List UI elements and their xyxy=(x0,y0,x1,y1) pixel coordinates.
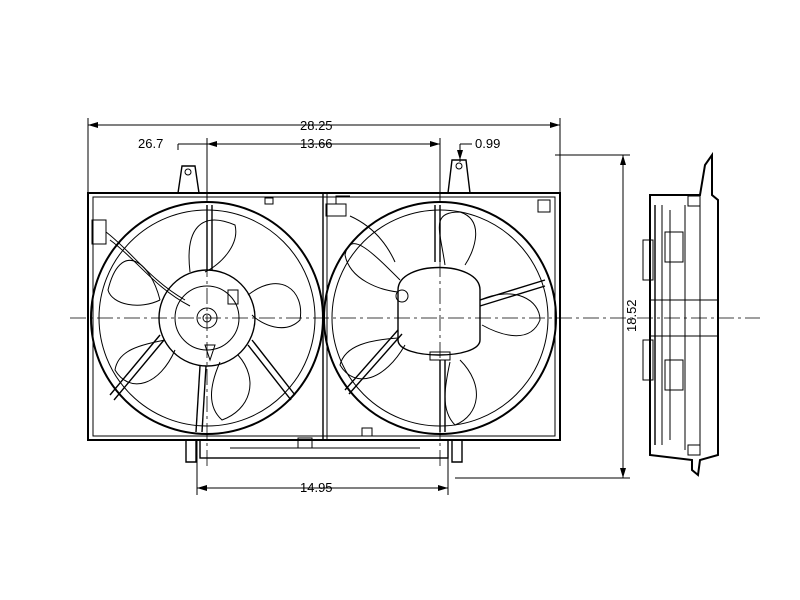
center-lines xyxy=(70,180,760,470)
left-fan xyxy=(90,201,324,435)
dim-right-offset: 0.99 xyxy=(475,136,500,151)
side-view xyxy=(642,151,719,477)
dim-overall-width: 28.25 xyxy=(300,118,333,133)
dimension-lines xyxy=(87,118,630,495)
dim-overall-height: 18.52 xyxy=(624,299,639,332)
right-fan xyxy=(323,201,557,435)
dim-fan-spacing-top: 13.66 xyxy=(300,136,333,151)
dim-left-offset: 26.7 xyxy=(138,136,163,151)
dim-fan-spacing-bottom: 14.95 xyxy=(300,480,333,495)
